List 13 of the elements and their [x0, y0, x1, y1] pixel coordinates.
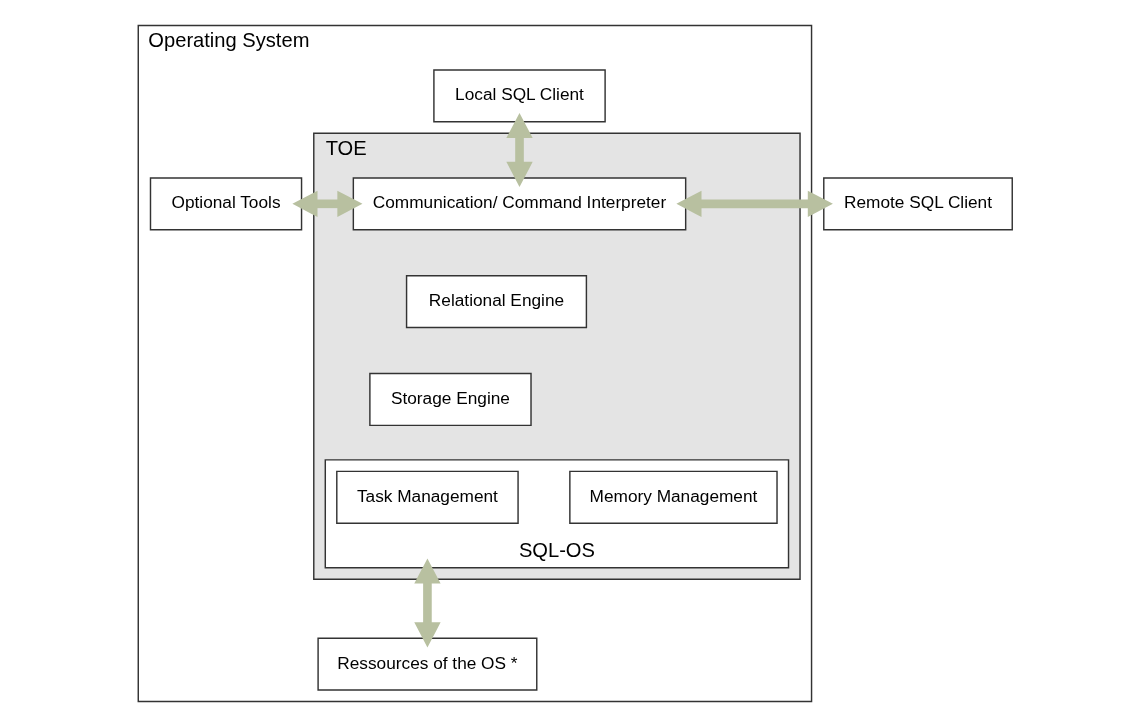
- node-box: Local SQL Client: [432, 69, 606, 123]
- node-box: Storage Engine: [368, 372, 532, 427]
- arrow: [413, 558, 441, 648]
- node-box: Ressources of the OS *: [316, 637, 537, 691]
- node-box: Task Management: [335, 470, 519, 524]
- node-box: Optional Tools: [149, 177, 302, 231]
- arrow: [675, 190, 833, 217]
- arrow: [505, 112, 533, 187]
- node-box: Relational Engine: [405, 275, 587, 329]
- node-box: Memory Management: [568, 470, 778, 524]
- node-box: Remote SQL Client: [822, 177, 1013, 231]
- arrow: [291, 190, 362, 217]
- node-box: Communication/ Command Interpreter: [352, 177, 686, 231]
